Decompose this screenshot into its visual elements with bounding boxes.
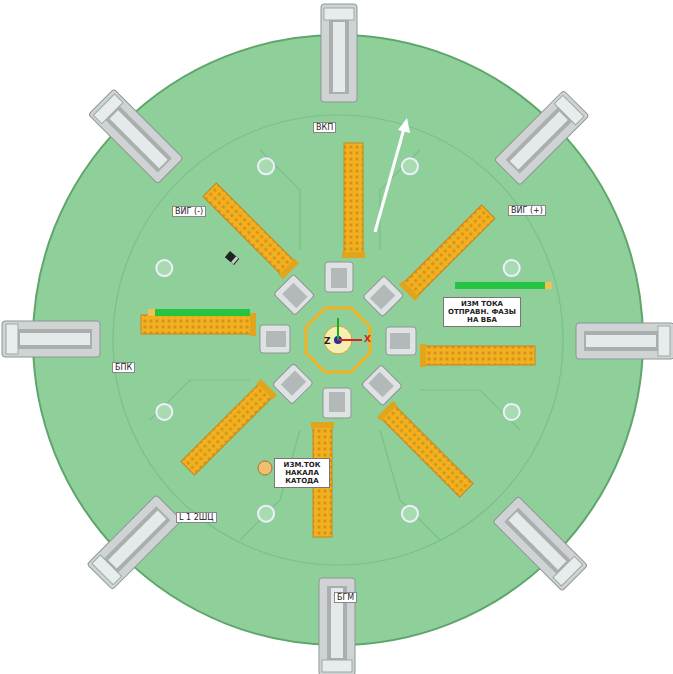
pin-header	[420, 344, 535, 367]
mounting-hole	[156, 260, 172, 276]
plate-text: ИЗМ ТОКА ОТПРАВН. ФАЗЫ НА ВБА	[447, 300, 517, 324]
connector	[325, 262, 353, 292]
connector-label: ВИГ (+)	[508, 205, 546, 216]
connector	[274, 274, 315, 315]
connector	[386, 327, 416, 355]
connector	[88, 89, 183, 184]
pin-header	[180, 379, 278, 477]
pin-header	[202, 182, 300, 280]
mounting-hole	[258, 506, 274, 522]
connector	[87, 495, 182, 590]
axis-label: Z	[324, 337, 331, 346]
connector	[576, 323, 673, 359]
mounting-hole	[258, 158, 274, 174]
connector	[260, 325, 290, 353]
mounting-hole	[504, 404, 520, 420]
label-plate: ИЗМ.ТОК НАКАЛА КАТОДА	[274, 458, 330, 488]
mounting-hole	[156, 404, 172, 420]
connector-label: ВИГ (-)	[172, 206, 206, 217]
pin-header	[342, 143, 365, 258]
connector	[361, 365, 402, 406]
connector-label: ВКП	[313, 122, 336, 133]
mounting-hole	[504, 260, 520, 276]
label-plate: ИЗМ ТОКА ОТПРАВН. ФАЗЫ НА ВБА	[443, 297, 521, 327]
plate-text: ИЗМ.ТОК НАКАЛА КАТОДА	[278, 461, 326, 485]
mounting-hole	[402, 158, 418, 174]
connector-label: БПК	[112, 362, 135, 373]
connector	[363, 276, 404, 317]
connector-label: L 1 2ШЦ	[176, 512, 217, 523]
pin-header	[377, 401, 475, 499]
connector-label: БГМ	[334, 592, 357, 603]
axis-label: X	[364, 335, 371, 344]
connector	[494, 90, 589, 185]
connector	[321, 4, 357, 102]
connector	[323, 388, 351, 418]
connector	[2, 321, 100, 357]
connector	[493, 496, 588, 591]
connector	[272, 363, 313, 404]
pin-header	[141, 313, 256, 336]
mounting-hole	[402, 506, 418, 522]
